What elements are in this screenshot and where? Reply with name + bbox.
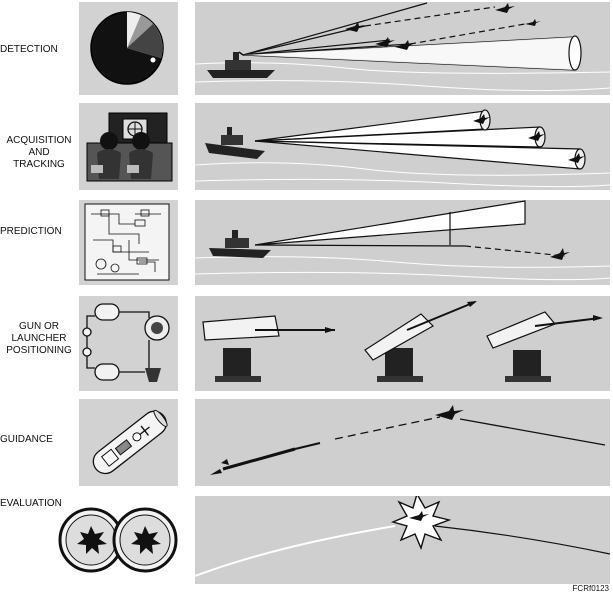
stage-label-guidance-line-1: GUIDANCE: [0, 434, 53, 445]
stage-label-detection-line-1: DETECTION: [0, 44, 58, 55]
stage-label-acquisition: ACQUISITION AND TRACKING: [0, 135, 78, 171]
binocular-view-icon: [58, 507, 178, 573]
guidance-scene: [210, 405, 606, 475]
stage-label-guidance: GUIDANCE: [0, 434, 78, 446]
servo-system-icon: [82, 303, 170, 382]
ship-icon: [207, 51, 275, 78]
stage-label-evaluation: EVALUATION: [0, 498, 78, 510]
explosion-icon: [390, 496, 452, 551]
detection-scene-panel: [195, 2, 610, 95]
launcher-positions-scene: [202, 301, 603, 382]
stage-label-positioning-line-3: POSITIONING: [6, 345, 72, 356]
tracking-console-panel: [79, 103, 178, 190]
detection-scene: [195, 2, 610, 92]
stage-label-positioning-line-1: GUN OR: [19, 321, 59, 332]
stage-label-positioning-line-2: LAUNCHER: [11, 333, 67, 344]
stage-label-evaluation-line-1: EVALUATION: [0, 498, 62, 509]
evaluation-binoculars-panel: [57, 496, 178, 584]
stage-label-prediction-line-1: PREDICTION: [0, 226, 62, 237]
figure-code: FCRf0123: [572, 584, 609, 593]
stage-label-acquisition-line-3: TRACKING: [13, 159, 65, 170]
prediction-scene: [195, 200, 610, 281]
launcher-elevated: [364, 301, 477, 382]
acquisition-scene-panel: [195, 103, 610, 190]
positioning-scene-panel: [195, 296, 610, 391]
aircraft-icon: [550, 248, 570, 260]
stage-label-acquisition-line-1: ACQUISITION: [6, 135, 72, 146]
aircraft-icon: [473, 114, 585, 163]
stage-label-prediction: PREDICTION: [0, 226, 78, 238]
operator-console-icon: [86, 112, 173, 182]
target-aircraft-icon: [435, 405, 464, 420]
guidance-unit-icon: [92, 409, 168, 475]
servo-diagram-panel: [79, 296, 178, 391]
radar-scope-panel: [79, 2, 178, 95]
stage-label-detection: DETECTION: [0, 44, 78, 56]
stage-label-positioning: GUN OR LAUNCHER POSITIONING: [0, 321, 78, 357]
launcher-trained: [486, 311, 603, 382]
evaluation-scene: [195, 496, 610, 577]
missile-guidance-panel: [79, 399, 178, 486]
guidance-scene-panel: [195, 399, 610, 486]
evaluation-scene-panel: [195, 496, 610, 584]
acquisition-scene: [195, 109, 610, 188]
aircraft-icon: [345, 3, 541, 50]
stage-label-acquisition-line-2: AND: [28, 147, 50, 158]
prediction-scene-panel: [195, 200, 610, 285]
computer-diagram-panel: [79, 200, 178, 285]
computer-schematic-icon: [84, 203, 170, 281]
radar-scope-icon: [90, 11, 164, 85]
ship-icon: [205, 127, 265, 159]
launcher-horizontal: [202, 315, 335, 382]
ship-icon: [209, 230, 271, 258]
